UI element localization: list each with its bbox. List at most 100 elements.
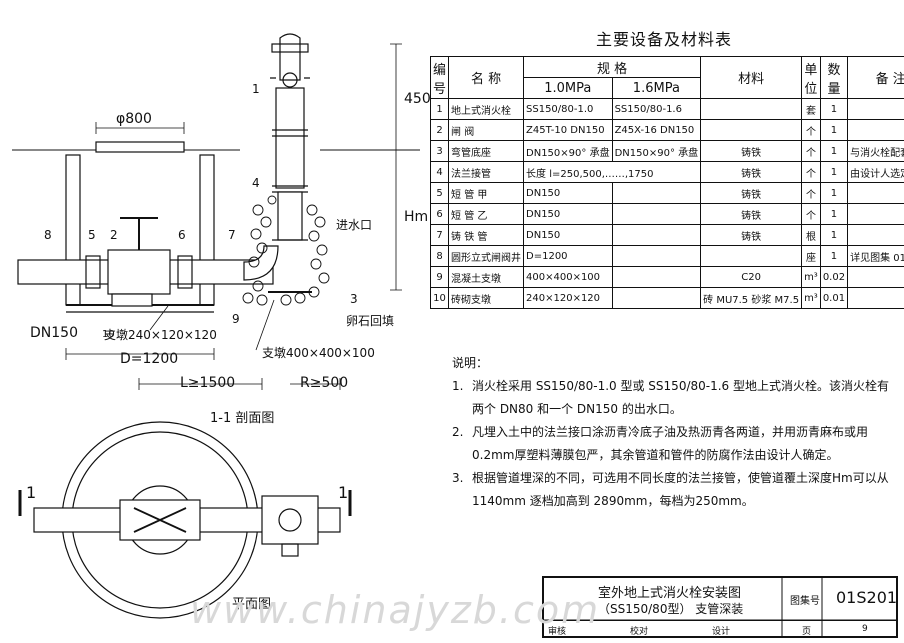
cell-no: 3 — [429, 140, 450, 162]
callout-10: 10 — [102, 329, 115, 340]
header-spec-a: 1.0MPa — [523, 77, 613, 99]
cell-remark — [847, 98, 904, 120]
cell-unit: m³ — [801, 266, 821, 288]
cell-unit: 根 — [801, 224, 821, 246]
gravel-backfill — [242, 195, 330, 306]
outlet-label: 进水口 — [336, 218, 373, 232]
cell-unit: m³ — [801, 287, 821, 309]
header-spec-b: 1.6MPa — [611, 77, 702, 99]
cell-material: 铸铁 — [700, 182, 803, 204]
dim-hm: Hm — [404, 209, 429, 225]
cell-remark — [847, 119, 904, 141]
valve-well — [65, 141, 215, 313]
cell-no: 9 — [429, 266, 450, 288]
header-qty: 数量 — [819, 56, 849, 99]
cell-qty: 1 — [819, 245, 849, 267]
brick-support — [111, 293, 153, 307]
dn150-label: DN150 — [30, 325, 78, 341]
callout-5: 5 — [88, 228, 96, 242]
cell-unit: 个 — [801, 203, 821, 225]
cell-qty: 1 — [819, 119, 849, 141]
cell-qty: 1 — [819, 140, 849, 162]
cell-no: 10 — [429, 287, 450, 309]
cell-unit: 个 — [801, 182, 821, 204]
cell-no: 6 — [429, 203, 450, 225]
section-title: 1-1 剖面图 — [210, 411, 275, 426]
backfill-label: 卵石回填 — [346, 314, 395, 328]
cell-remark — [847, 224, 904, 246]
signature-row: 审核 校对 设计 页 9 — [544, 620, 896, 639]
cell-unit: 个 — [801, 119, 821, 141]
cell-material — [700, 245, 803, 267]
support-concrete-label: 支墩400×400×100 — [262, 346, 375, 360]
cell-spec-a: 240×120×120 — [523, 287, 613, 309]
cell-remark — [847, 266, 904, 288]
cell-spec-b — [611, 266, 702, 288]
cell-material: C20 — [700, 266, 803, 288]
design-label: 设计 — [712, 627, 731, 637]
cell-qty: 1 — [819, 161, 849, 183]
cell-spec-b — [611, 182, 702, 204]
cell-spec-a: DN150×90° 承盘 — [523, 140, 613, 162]
note-item: 2.凡埋入土中的法兰接口涂沥青冷底子油及热沥青各两道，并用沥青麻布或用0.2mm… — [452, 425, 869, 462]
header-spec: 规 格 — [523, 56, 702, 78]
cell-spec-a: Z45T-10 DN150 — [523, 119, 613, 141]
cell-material: 砖 MU7.5 砂浆 M7.5 — [700, 287, 803, 309]
cell-name: 闸 阀 — [448, 119, 525, 141]
cell-unit: 个 — [801, 161, 821, 183]
cell-name: 短 管 乙 — [448, 203, 525, 225]
cell-unit: 套 — [801, 98, 821, 120]
cell-unit: 个 — [801, 140, 821, 162]
cell-remark: 详见图集 01S502 — [847, 245, 904, 267]
header-material: 材料 — [700, 56, 803, 99]
cell-spec-b — [611, 224, 702, 246]
cell-spec-b: DN150×90° 承盘 — [611, 140, 702, 162]
callout-6: 6 — [178, 228, 186, 242]
hydrant — [243, 33, 312, 293]
cell-name: 铸 铁 管 — [448, 224, 525, 246]
dim-phi800: φ800 — [116, 111, 152, 127]
drawing-title: 室外地上式消火栓安装图 — [598, 586, 742, 601]
page-number: 9 — [862, 624, 868, 634]
l1500-label: L≥1500 — [180, 375, 236, 391]
watermark: www.chinajyzb.com — [190, 588, 601, 632]
plan-mark-right: 1 — [338, 483, 349, 502]
cell-remark — [847, 182, 904, 204]
cell-spec-b: SS150/80-1.6 — [611, 98, 702, 120]
cell-spec-b: Z45X-16 DN150 — [611, 119, 702, 141]
cell-name: 短 管 甲 — [448, 182, 525, 204]
header-name: 名 称 — [448, 56, 525, 99]
cell-spec-b — [611, 287, 702, 309]
cell-no: 1 — [429, 98, 450, 120]
callout-3: 3 — [350, 292, 358, 306]
cell-material: 铸铁 — [700, 140, 803, 162]
callout-7: 7 — [228, 228, 236, 242]
review-label: 审核 — [548, 627, 567, 637]
cell-spec-b — [611, 203, 702, 225]
main-pipe — [17, 217, 274, 295]
page-label: 页 — [802, 627, 812, 637]
d1200-label: D=1200 — [120, 351, 179, 367]
callout-1: 1 — [252, 82, 260, 96]
cell-material: 铸铁 — [700, 203, 803, 225]
cell-remark — [847, 203, 904, 225]
notes: 说明： 1.消火栓采用 SS150/80-1.0 型或 SS150/80-1.6… — [452, 352, 892, 513]
cell-spec-a: 长度 l=250,500,……,1750 — [523, 161, 702, 183]
cell-name: 弯管底座 — [448, 140, 525, 162]
title-block: 室外地上式消火栓安装图 （SS150/80型） 支管深装 图集号 01S201 … — [542, 576, 898, 638]
callout-8: 8 — [44, 228, 52, 242]
cell-material — [700, 119, 803, 141]
cell-no: 4 — [429, 161, 450, 183]
cell-qty: 1 — [819, 224, 849, 246]
plan-view — [33, 421, 341, 619]
